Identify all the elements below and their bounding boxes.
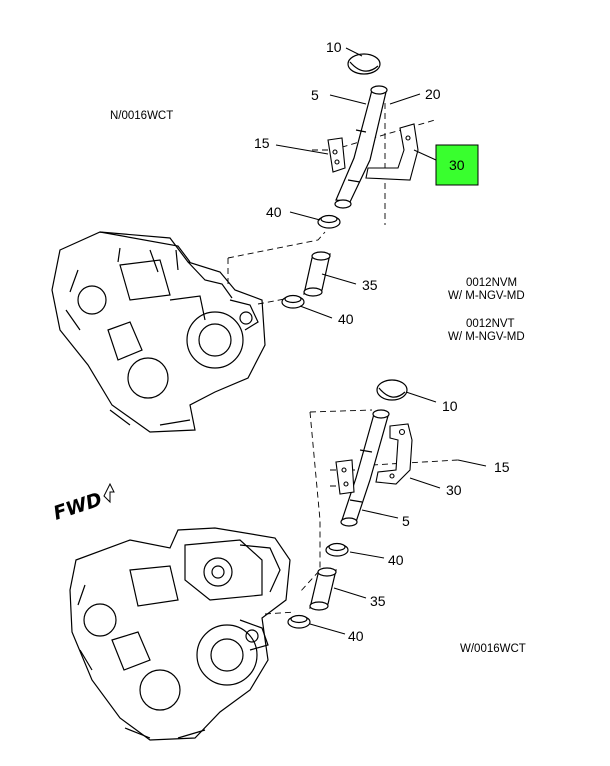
bottom-callout-cap: 10 xyxy=(442,398,458,414)
bottom-cap xyxy=(376,379,408,401)
bottom-clamp-lower xyxy=(287,614,311,629)
top-clamp-upper xyxy=(317,214,341,229)
top-callout-clamp-lower: 40 xyxy=(338,311,354,327)
bottom-callout-tube: 5 xyxy=(402,513,410,529)
top-hose xyxy=(303,251,331,297)
bottom-hose xyxy=(309,567,337,611)
bottom-engine-block xyxy=(69,527,291,741)
bottom-callout-hose: 35 xyxy=(370,593,386,609)
top-engine-block xyxy=(51,231,266,433)
bottom-guide-lines xyxy=(264,409,459,615)
top-bracket-15 xyxy=(327,137,346,173)
fwd-indicator: FWD xyxy=(51,482,115,525)
bottom-callout-bracket-left: 15 xyxy=(494,459,510,475)
note-top-left: N/0016WCT xyxy=(110,110,173,122)
note-cond2-line1: 0012NVT xyxy=(466,318,515,330)
top-callout-clamp-upper: 40 xyxy=(266,204,282,220)
bottom-callout-bracket: 30 xyxy=(446,482,462,498)
note-bottom-right: W/0016WCT xyxy=(460,643,526,655)
top-cap xyxy=(347,53,381,75)
bottom-clamp-upper xyxy=(325,542,349,557)
bottom-filler-tube xyxy=(340,409,390,527)
top-clamp-lower xyxy=(281,294,305,309)
bottom-bracket-15 xyxy=(335,459,355,495)
bottom-callout-clamp-upper: 40 xyxy=(388,552,404,568)
highlight-callout-30[interactable]: 30 xyxy=(435,144,479,186)
top-callout-hose: 35 xyxy=(362,277,378,293)
fwd-arrow-icon xyxy=(103,482,115,504)
top-callout-tube: 5 xyxy=(311,87,319,103)
top-filler-tube xyxy=(334,85,388,209)
highlight-label: 30 xyxy=(449,157,465,173)
note-cond1-line2: W/ M-NGV-MD xyxy=(448,290,525,302)
highlight-box[interactable] xyxy=(435,144,479,186)
top-leaders xyxy=(275,47,437,319)
top-callout-bracket-right: 20 xyxy=(425,86,441,102)
top-bracket-20 xyxy=(365,123,419,181)
bottom-bracket-30 xyxy=(375,423,413,485)
note-cond2-line2: W/ M-NGV-MD xyxy=(448,331,525,343)
top-callout-bracket-left: 15 xyxy=(254,135,270,151)
note-cond1-line1: 0012NVM xyxy=(466,277,517,289)
bottom-callout-clamp-lower: 40 xyxy=(348,628,364,644)
bottom-leaders xyxy=(309,391,487,635)
top-callout-cap: 10 xyxy=(326,39,342,55)
top-guide-lines xyxy=(227,103,436,305)
fwd-label: FWD xyxy=(51,488,105,524)
